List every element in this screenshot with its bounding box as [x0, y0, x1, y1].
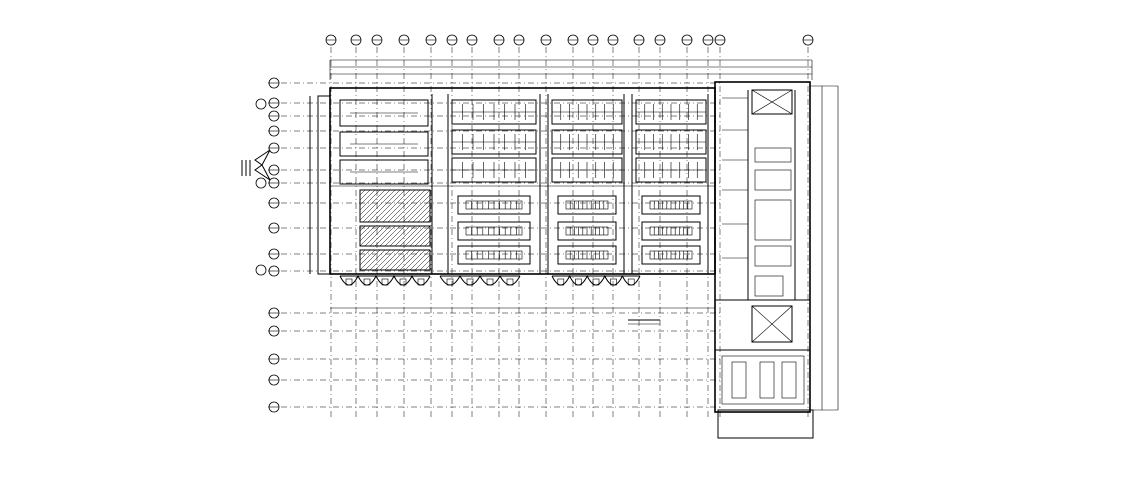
- grid-bubble: [255, 98, 267, 110]
- canopy-planter: [592, 278, 600, 286]
- lab-bench: [557, 221, 617, 241]
- hatch-stroke: [374, 225, 396, 247]
- hatch-stroke: [414, 254, 431, 271]
- hatch-stroke: [359, 189, 381, 211]
- lab-bench: [457, 195, 531, 215]
- hatch-stroke: [359, 189, 376, 206]
- hatch-stroke: [417, 209, 431, 223]
- hatch-stroke: [389, 249, 411, 271]
- hatch-stroke: [364, 249, 386, 271]
- hatch-stroke: [419, 259, 431, 271]
- hatch-stroke: [394, 249, 416, 271]
- canopy-planter: [466, 278, 474, 286]
- north-arrow: [241, 149, 271, 181]
- hatch-stroke: [382, 189, 416, 223]
- hatch-stroke: [379, 225, 401, 247]
- entry-canopy: [330, 307, 715, 325]
- hatch-stroke: [359, 249, 366, 256]
- hatch-stroke: [359, 225, 366, 232]
- top-grid-bubbles: [325, 34, 814, 46]
- left-wing-room: [339, 131, 429, 157]
- hatch-stroke: [359, 225, 376, 242]
- canopy-scallop: [439, 274, 521, 286]
- hatch-stroke: [374, 249, 396, 271]
- hatch-stroke: [359, 189, 366, 196]
- lab-bench: [641, 195, 701, 215]
- grid-bubble: [255, 264, 267, 276]
- canopy-planter: [446, 278, 454, 286]
- hatch-stroke: [359, 225, 381, 247]
- canopy-planter: [627, 278, 635, 286]
- lab-bench: [457, 245, 531, 265]
- lab-bench: [641, 221, 701, 241]
- hatch-stroke: [414, 230, 431, 247]
- row-grid-lines: [268, 82, 720, 408]
- canopy-planter: [381, 278, 389, 286]
- canopy-planter: [486, 278, 494, 286]
- hatch-stroke: [369, 225, 391, 247]
- grid-bubble: [255, 177, 267, 189]
- left-grid-bubbles: [255, 77, 280, 413]
- hatch-stroke: [362, 189, 396, 223]
- canopy-planter: [610, 278, 617, 286]
- hatch-stroke: [412, 204, 431, 223]
- canopy-scallop: [339, 274, 431, 286]
- hatch-stroke: [392, 189, 426, 223]
- hatch-stroke: [427, 219, 431, 223]
- canopy-planter: [417, 278, 425, 286]
- canopy-planter: [345, 278, 353, 286]
- hatch-stroke: [359, 249, 376, 266]
- hatch-stroke: [384, 249, 406, 271]
- hatch-stroke: [424, 240, 431, 247]
- hatch-stroke: [384, 225, 406, 247]
- lab-bench: [557, 245, 617, 265]
- hatch-stroke: [359, 189, 371, 201]
- hatch-stroke: [359, 249, 371, 261]
- canopy-planter: [557, 278, 565, 286]
- canopy-planter: [363, 278, 371, 286]
- hatch-stroke: [394, 225, 416, 247]
- hatch-stroke: [397, 189, 431, 223]
- canopy-planter: [506, 278, 514, 286]
- room-blocks: [339, 99, 707, 265]
- hatch-stroke: [364, 225, 386, 247]
- building-outline: [309, 81, 839, 439]
- hatch-stroke: [422, 214, 431, 223]
- bottom-canopy: [339, 274, 641, 286]
- hatch-stroke: [399, 249, 421, 271]
- hatch-stroke: [359, 189, 386, 216]
- top-dimension-lines: [329, 59, 813, 80]
- hatch-stroke: [404, 225, 426, 247]
- canopy-planter: [399, 278, 407, 286]
- hatch-stroke: [389, 225, 411, 247]
- hatch-stroke: [409, 249, 431, 271]
- hatch-stroke: [369, 249, 391, 271]
- hatch-stroke: [407, 199, 431, 223]
- hatch-stroke: [359, 249, 381, 271]
- canopy-scallop: [551, 274, 641, 286]
- hatch-stroke: [424, 264, 431, 271]
- hatch-stroke: [379, 249, 401, 271]
- lab-bench: [641, 245, 701, 265]
- hatch-stroke: [367, 189, 401, 223]
- hatch-stroke: [359, 189, 391, 221]
- hatch-stroke: [419, 235, 431, 247]
- lab-bench: [457, 221, 531, 241]
- hatch-stroke: [402, 194, 431, 223]
- left-wing-room: [339, 99, 429, 127]
- hatch-stroke: [377, 189, 411, 223]
- interior-walls: [330, 90, 810, 351]
- lab-bench: [557, 195, 617, 215]
- service-core: [721, 89, 805, 405]
- hatch-stroke: [409, 225, 431, 247]
- hatch-stroke: [404, 249, 426, 271]
- hatch-stroke: [359, 225, 371, 237]
- left-wing-room: [339, 159, 429, 185]
- hatch-stroke: [387, 189, 421, 223]
- hatch-stroke: [372, 189, 406, 223]
- hatch-stroke: [399, 225, 421, 247]
- hatched-areas: [359, 189, 431, 271]
- canopy-planter: [575, 278, 582, 286]
